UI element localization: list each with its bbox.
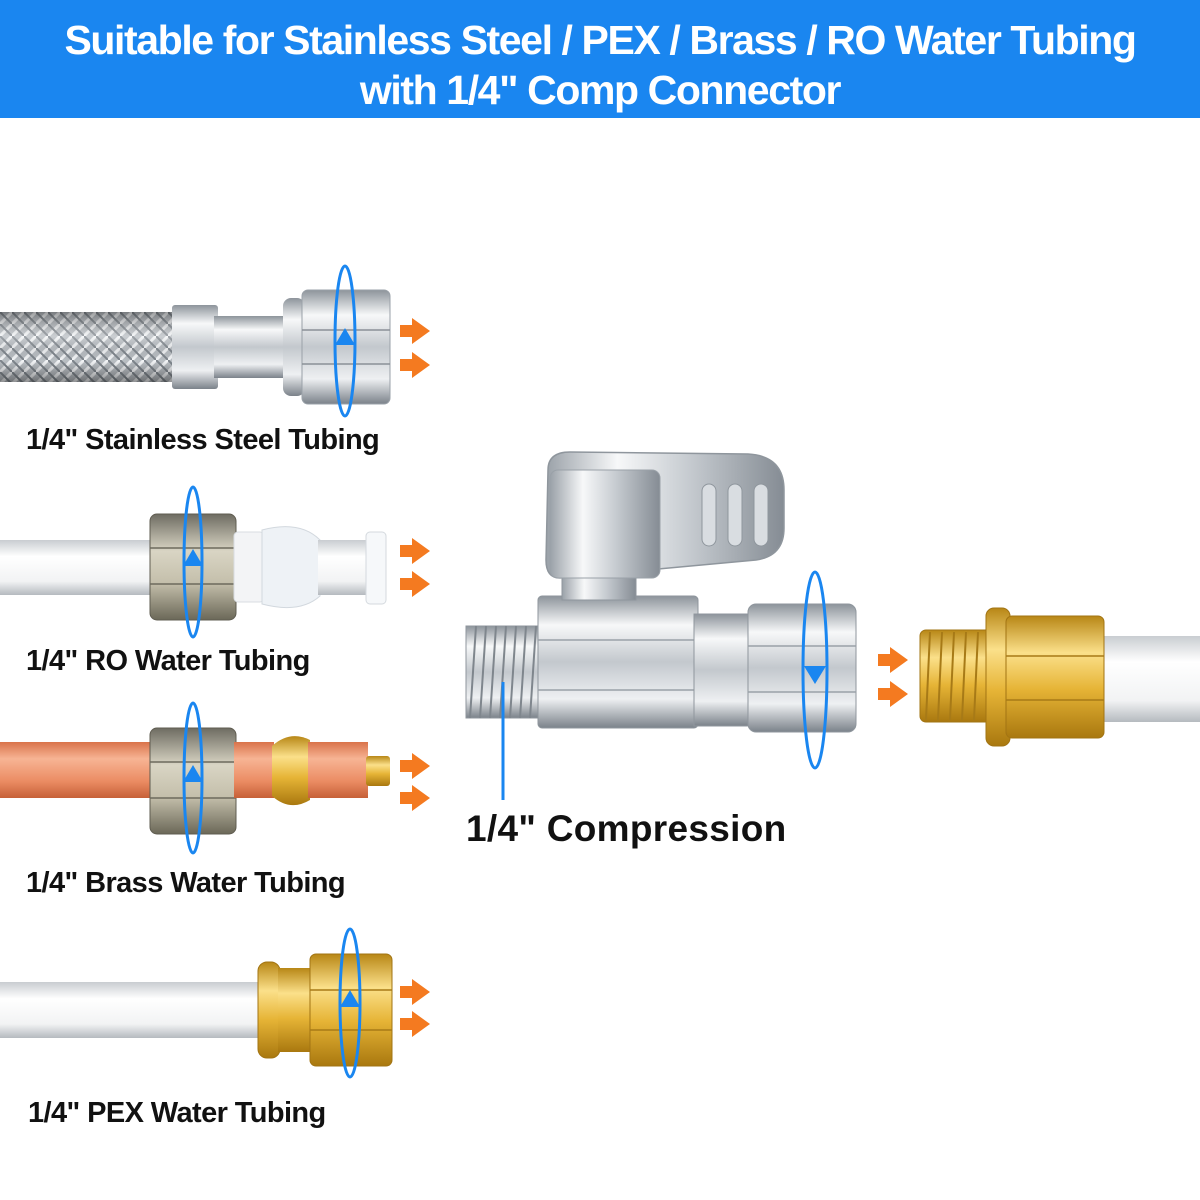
flow-arrows-icon — [400, 538, 430, 597]
valve-label-compression: 1/4" Compression — [466, 808, 787, 849]
ro-tube-icon — [0, 513, 387, 621]
brass-compression-connector-icon — [919, 607, 1200, 747]
flow-arrows-icon — [400, 318, 430, 378]
header-banner: Suitable for Stainless Steel / PEX / Bra… — [0, 0, 1200, 118]
rotation-arrow-icon — [333, 264, 357, 418]
tube-label-brass-water: 1/4" Brass Water Tubing — [26, 867, 346, 899]
tube-label-ro-water: 1/4" RO Water Tubing — [26, 645, 310, 677]
rotation-arrow-icon — [338, 927, 362, 1079]
flow-arrows-icon — [878, 647, 908, 707]
rotation-arrow-icon — [182, 701, 204, 855]
pex-tube-icon — [0, 953, 393, 1067]
tube-label-pex-water: 1/4" PEX Water Tubing — [28, 1097, 326, 1129]
rotation-arrow-icon — [801, 570, 829, 770]
banner-title-line-2: with 1/4" Comp Connector — [359, 67, 842, 113]
quarter-turn-valve-icon — [465, 451, 857, 733]
flow-arrows-icon — [400, 979, 430, 1037]
braided-hose-icon — [0, 289, 391, 405]
tube-label-stainless-steel: 1/4" Stainless Steel Tubing — [26, 424, 380, 456]
flow-arrows-icon — [400, 753, 430, 811]
banner-title-line-1: Suitable for Stainless Steel / PEX / Bra… — [64, 17, 1137, 63]
rotation-arrow-icon — [182, 485, 204, 639]
